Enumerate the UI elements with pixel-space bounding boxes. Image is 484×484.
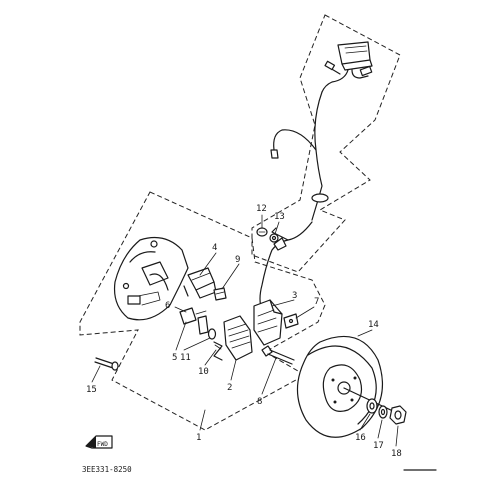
callout-6: 6 <box>165 301 170 311</box>
stator-base-plate <box>113 237 189 321</box>
diagram-code: 3EE331-8250 <box>82 465 132 474</box>
callout-13: 13 <box>274 212 285 222</box>
leader-lines <box>91 214 399 447</box>
source-coil-2 <box>223 315 253 361</box>
callout-1: 1 <box>196 433 201 443</box>
callout-11: 11 <box>180 353 191 363</box>
washer-13 <box>269 233 279 243</box>
callout-7: 7 <box>314 297 319 307</box>
screw-12 <box>256 227 268 237</box>
callout-12: 12 <box>256 204 267 214</box>
flywheel-rotor-14 <box>296 335 396 438</box>
callout-9: 9 <box>235 255 240 265</box>
callout-16: 16 <box>355 433 366 443</box>
screw-6 <box>179 307 207 325</box>
callout-4: 4 <box>212 243 217 253</box>
callout-numbers: 1 2 3 4 5 6 7 8 9 10 11 12 13 14 15 16 1… <box>86 204 402 459</box>
screw-10 <box>213 341 223 361</box>
clamp-7 <box>283 313 299 329</box>
washer-17 <box>378 405 388 419</box>
callout-15: 15 <box>86 385 97 395</box>
callout-2: 2 <box>227 383 232 393</box>
screw-15 <box>94 357 119 371</box>
nut-18 <box>389 405 407 425</box>
callout-8: 8 <box>257 397 262 407</box>
callout-17: 17 <box>373 441 384 451</box>
callout-18: 18 <box>391 449 402 459</box>
clamp-5 <box>197 315 209 335</box>
harness-boundary <box>251 14 401 273</box>
callout-3: 3 <box>292 291 297 301</box>
washer-16 <box>366 398 378 414</box>
washer-11 <box>207 328 217 340</box>
stator-assembly-boundary <box>79 191 326 431</box>
pickup-coil-4 <box>183 267 217 299</box>
fwd-arrow-icon: FWD <box>85 435 113 449</box>
fwd-label: FWD <box>97 441 108 448</box>
wire-harness <box>259 41 373 311</box>
bolt-8 <box>261 345 295 365</box>
callout-10: 10 <box>198 367 209 377</box>
screw-9 <box>213 287 227 301</box>
callout-14: 14 <box>368 320 379 330</box>
callout-5: 5 <box>172 353 177 363</box>
lighting-coil-3 <box>253 299 283 346</box>
